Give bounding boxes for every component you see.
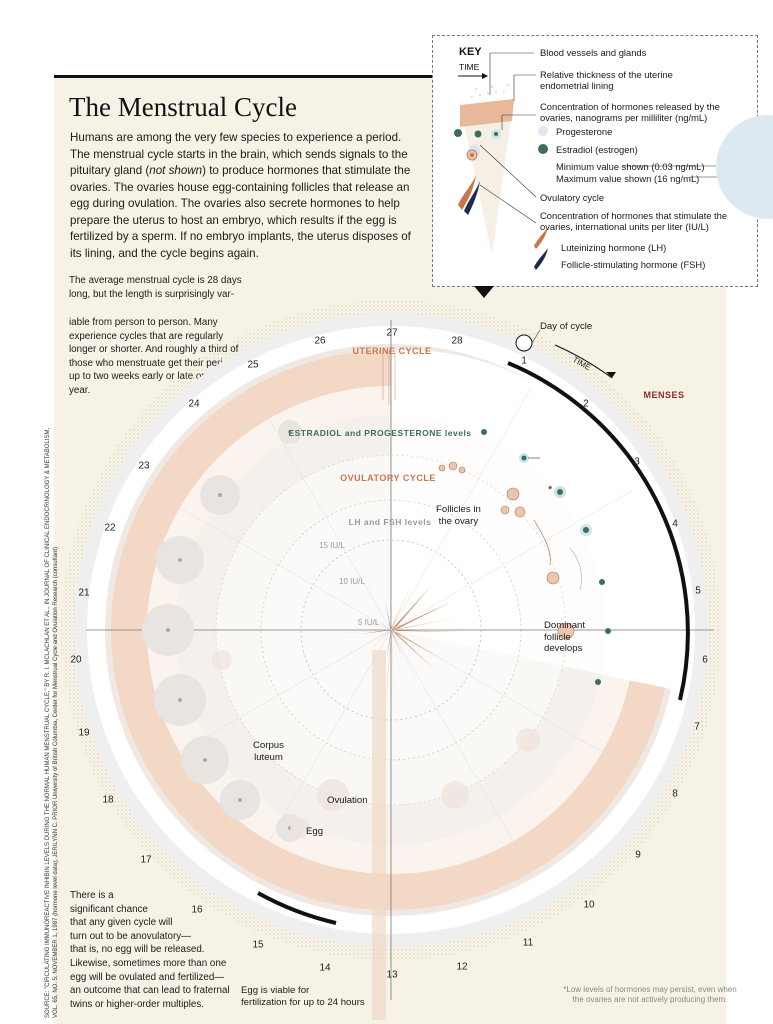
sidenote-bottom-line-9: twins or higher-order multiples. <box>70 998 204 1010</box>
source-line-2: VOL. 65, NO. 5; NOVEMBER 1, 1987 (hormon… <box>53 546 59 1018</box>
sidenote-bottom-line-2: significant chance <box>70 903 148 915</box>
egg-viable-label: Egg is viable for fertilization for up t… <box>241 985 365 1008</box>
key-progesterone: Progesterone <box>556 126 613 137</box>
ovulation-label: Ovulation <box>327 795 368 806</box>
source-line-1: SOURCE: "CIRCULATING IMMUNOREACTIVE INHI… <box>45 427 51 1018</box>
iu-10-label: 10 IU/L <box>339 577 365 586</box>
ovulatory-cycle-label: OVULATORY CYCLE <box>340 473 436 483</box>
footnote-line-2: the ovaries are not actively producing t… <box>572 995 728 1004</box>
sidenote-bottom-line-6: Likewise, sometimes more than one <box>70 957 227 969</box>
day-9: 9 <box>635 849 641 861</box>
key-blood-vessels: Blood vessels and glands <box>540 47 647 58</box>
sidenote-top-part2: iable from person to person. Many experi… <box>69 317 239 396</box>
uterine-cycle-label: UTERINE CYCLE <box>352 346 432 356</box>
key-graphics <box>454 52 773 270</box>
dominant-follicle-label: Dominant follicle develops <box>544 620 585 655</box>
estradiol-progesterone-label: ESTRADIOL and PROGESTERONE levels <box>288 428 472 438</box>
egg-viable-line-2: fertilization for up to 24 hours <box>241 996 365 1008</box>
day-27: 27 <box>386 327 398 339</box>
intro-italic: not shown <box>149 164 203 177</box>
day-26: 26 <box>314 335 326 347</box>
footnote-line-1: *Low levels of hormones may persist, eve… <box>563 985 737 994</box>
day-15: 15 <box>252 939 264 951</box>
key-estradiol: Estradiol (estrogen) <box>556 144 638 155</box>
sidenote-bottom: There is a significant chance that any g… <box>70 889 240 1011</box>
iu-15-label: 15 IU/L <box>319 541 345 550</box>
day-10: 10 <box>583 899 595 911</box>
intro-part-2: ) to produce hormones that stimulate the… <box>70 164 411 260</box>
sidenote-top-part1: The average menstrual cycle is 28 days l… <box>69 275 242 300</box>
sidenote-bottom-line-1: There is a <box>70 890 114 901</box>
day-4: 4 <box>672 518 678 530</box>
key-time-label: TIME <box>459 62 480 72</box>
key-min-value: Minimum value shown (0.03 ng/mL) <box>556 161 705 172</box>
day-16: 16 <box>191 904 203 916</box>
corpus-luteum-label: Corpus luteum <box>253 740 284 763</box>
sidenote-bottom-line-8: an outcome that can lead to fraternal <box>70 985 230 997</box>
title-rule <box>54 75 434 78</box>
sidenote-bottom-line-3: that any given cycle will <box>70 917 173 929</box>
day-2: 2 <box>583 398 589 410</box>
day-8: 8 <box>672 788 678 800</box>
day-28: 28 <box>451 335 463 347</box>
day-18: 18 <box>102 794 114 806</box>
day-24: 24 <box>188 398 200 410</box>
key-thickness: Relative thickness of the uterine endome… <box>540 69 673 91</box>
lh-fsh-label: LH and FSH levels <box>348 517 432 527</box>
follicles-line-1: Follicles in <box>436 504 481 515</box>
dominant-line-3: develops <box>544 643 583 654</box>
menses-label: MENSES <box>643 390 685 400</box>
follicles-label: Follicles in the ovary <box>436 504 481 527</box>
key-title: KEY <box>459 46 482 58</box>
source-credit: SOURCE: "CIRCULATING IMMUNOREACTIVE INHI… <box>44 428 60 1018</box>
day-3: 3 <box>634 456 640 468</box>
day-14: 14 <box>319 962 331 974</box>
day-6: 6 <box>702 654 708 666</box>
day-11: 11 <box>522 937 534 949</box>
sidenote-bottom-line-7: egg will be ovulated and fertilized— <box>70 971 225 983</box>
egg-label: Egg <box>306 826 324 837</box>
day-1: 1 <box>521 355 527 367</box>
follicles-line-2: the ovary <box>438 515 479 527</box>
key-stim-hormones: Concentration of hormones that stimulate… <box>540 210 728 232</box>
day-25: 25 <box>247 359 259 371</box>
day-21: 21 <box>78 587 90 599</box>
asterisk-label: * <box>548 484 553 496</box>
egg-viable-line-1: Egg is viable for <box>241 985 310 996</box>
intro-paragraph: Humans are among the very few species to… <box>70 130 422 262</box>
key-pointer <box>474 286 494 298</box>
iu-5-label: 5 IU/L <box>358 618 380 627</box>
corpus-line-1: Corpus <box>253 740 284 751</box>
key-lh: Luteinizing hormone (LH) <box>561 242 667 253</box>
key-ovulatory-cycle: Ovulatory cycle <box>540 192 605 203</box>
dominant-line-1: Dominant <box>544 620 586 631</box>
day-of-cycle-label: Day of cycle <box>540 321 593 332</box>
key-max-value: Maximum value shown (16 ng/mL) <box>556 173 700 184</box>
page-title: The Menstrual Cycle <box>69 92 297 122</box>
day-13: 13 <box>386 969 398 981</box>
day-20: 20 <box>70 654 82 666</box>
dominant-line-2: follicle <box>544 631 571 643</box>
day-12: 12 <box>456 961 468 973</box>
day-19: 19 <box>78 727 90 739</box>
day-23: 23 <box>138 460 150 472</box>
intro-part-1: Humans are among the very few species to… <box>70 131 408 177</box>
key-fsh: Follicle-stimulating hormone (FSH) <box>561 259 706 270</box>
sidenote-bottom-line-5: that is, no egg will be released. <box>70 944 205 956</box>
day-7: 7 <box>694 721 700 733</box>
day-17: 17 <box>140 854 152 866</box>
day-22: 22 <box>104 522 116 534</box>
sidenote-bottom-line-4: turn out to be anovulatory— <box>70 930 191 942</box>
corpus-line-2: luteum <box>254 751 283 763</box>
key-ovary-hormones: Concentration of hormones released by th… <box>540 101 720 123</box>
day-5: 5 <box>695 585 701 597</box>
footnote: *Low levels of hormones may persist, eve… <box>540 985 760 1005</box>
